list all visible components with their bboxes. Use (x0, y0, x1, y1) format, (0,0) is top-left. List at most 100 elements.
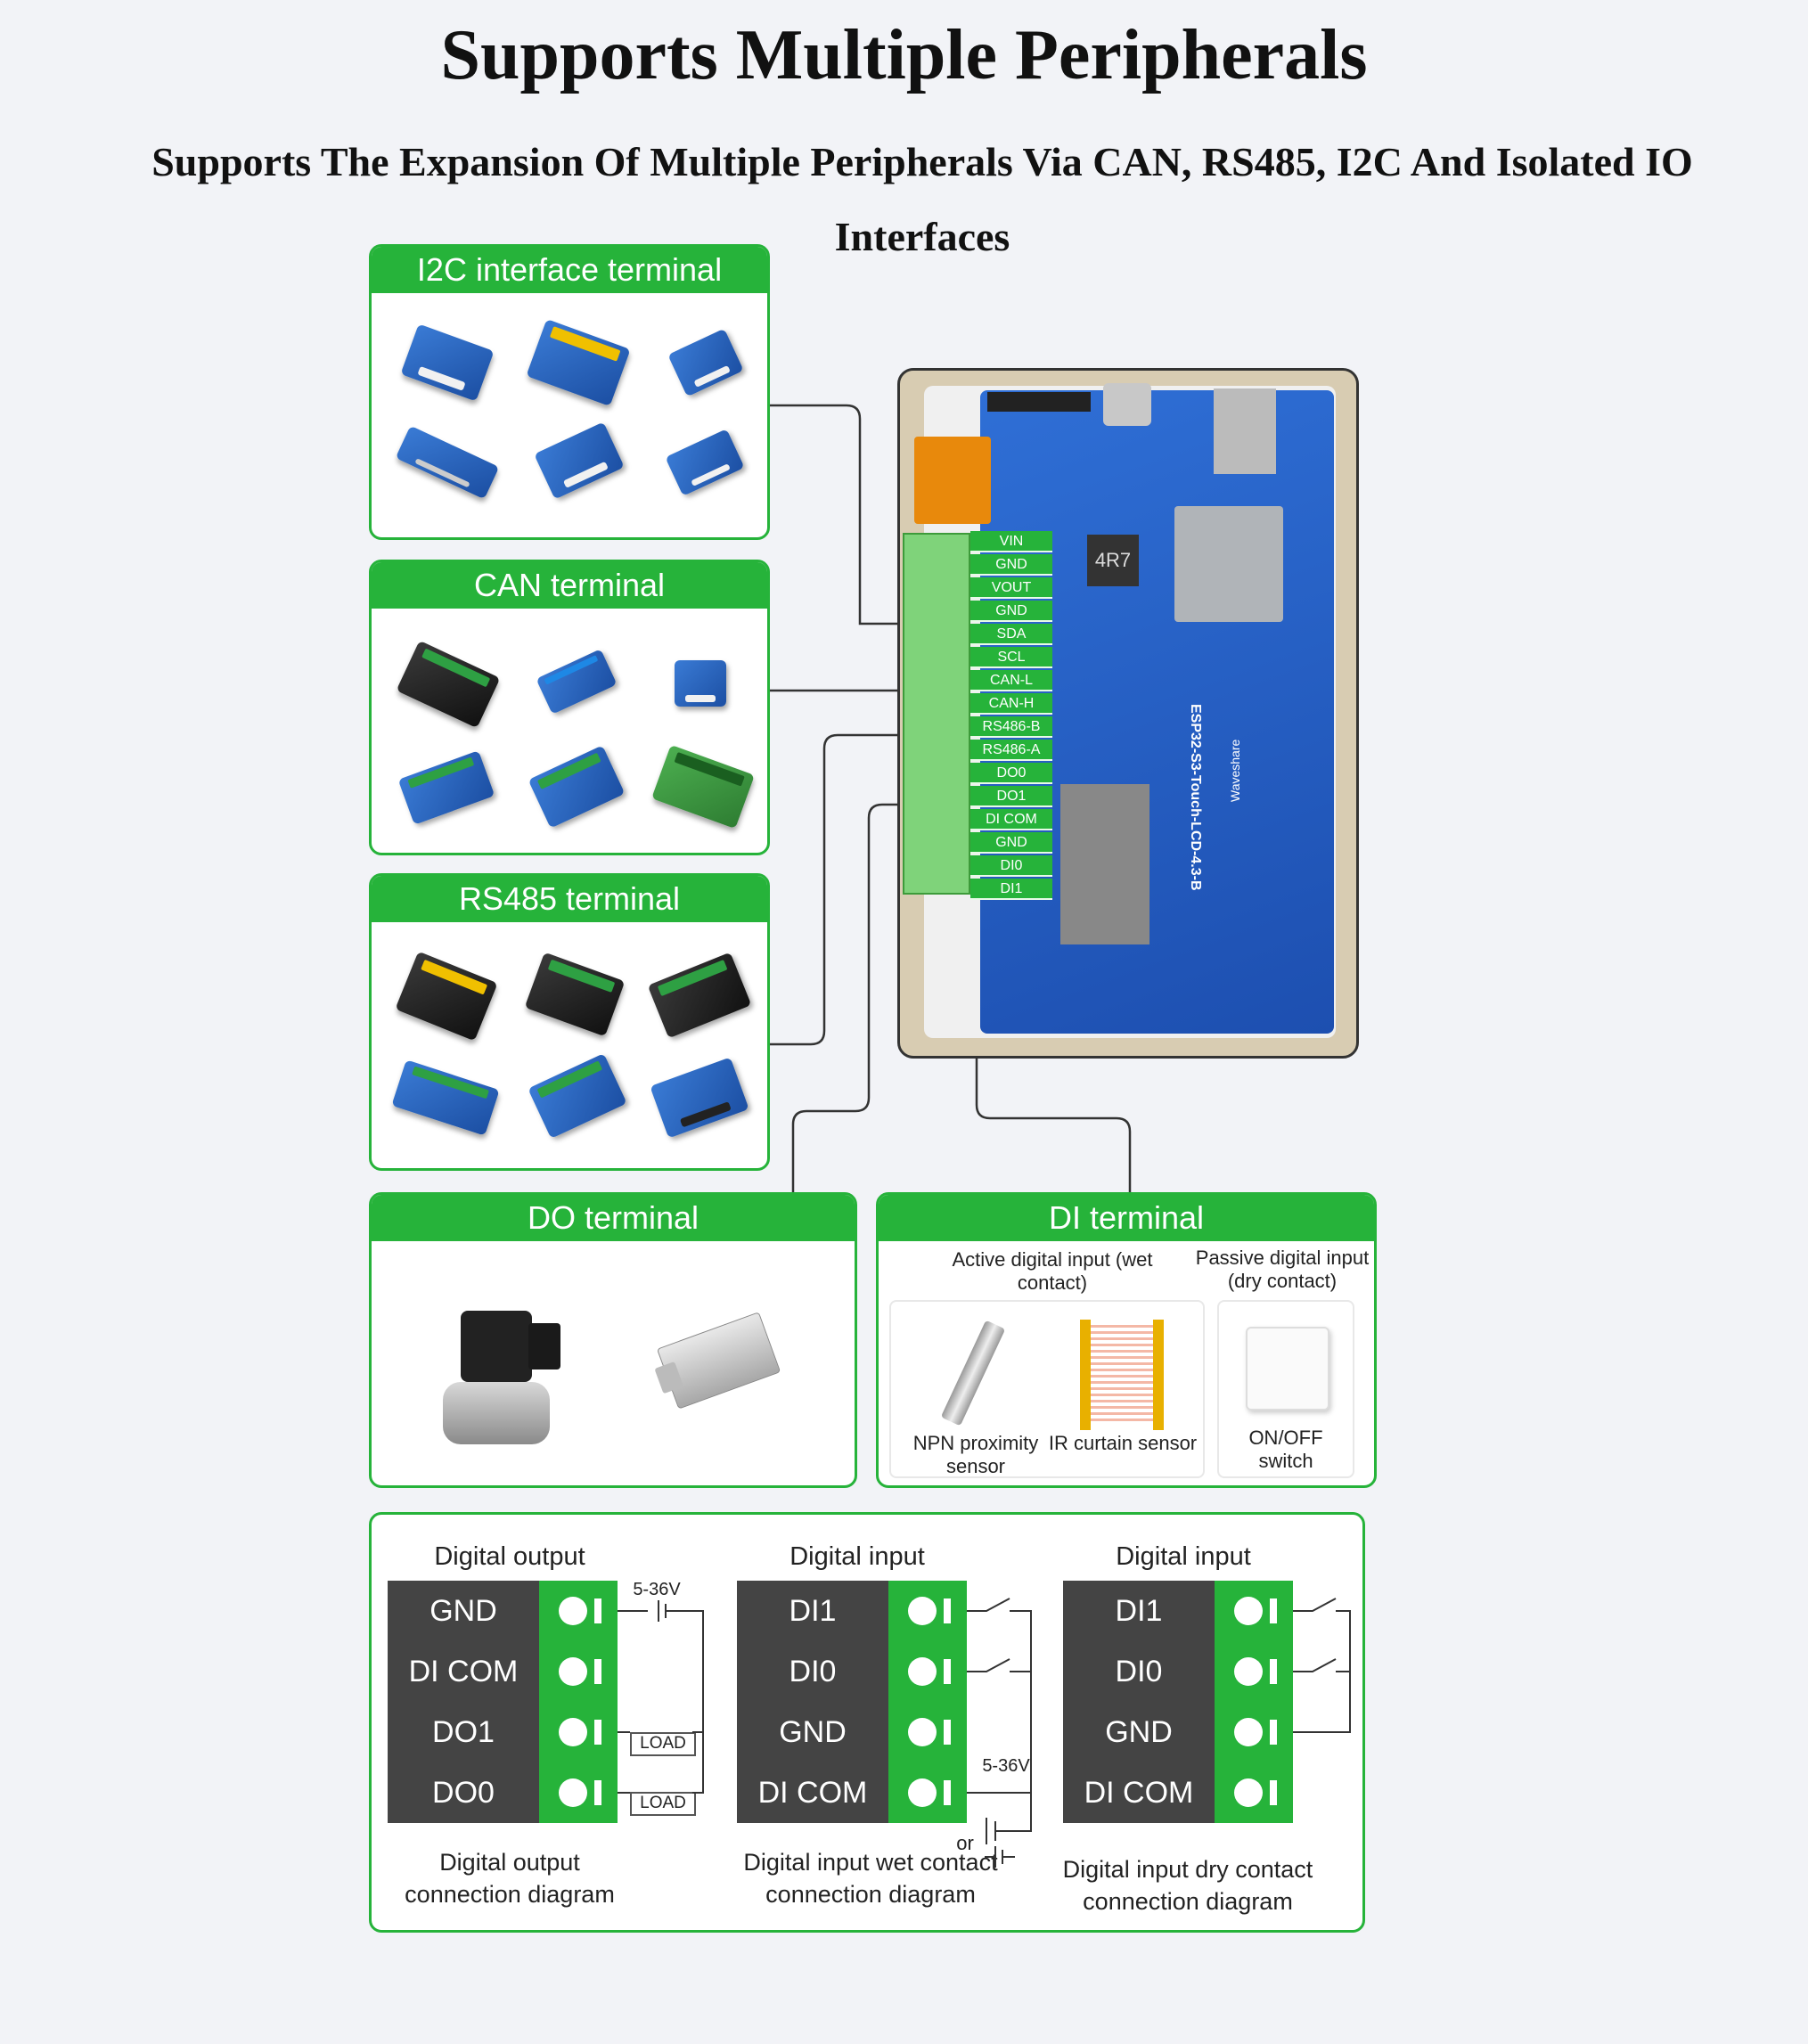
do-line (791, 803, 945, 1192)
rs485-panel-title: RS485 terminal (372, 876, 767, 922)
i2c-line (769, 404, 945, 625)
dry-row-gnd: GND (1063, 1702, 1215, 1762)
can-panel-title: CAN terminal (372, 562, 767, 609)
di-line (945, 854, 1132, 1192)
electric-lock-image (645, 1301, 793, 1427)
rs485-hat-3 (650, 1057, 749, 1139)
load-box-2: LOAD (630, 1792, 696, 1816)
pin-sda: SDA (970, 624, 1052, 645)
do-panel-title: DO terminal (372, 1195, 855, 1241)
di-panel: DI terminal Active digital input (wet co… (876, 1192, 1377, 1488)
pin-do0: DO0 (970, 763, 1052, 784)
i2c-module-4 (395, 425, 500, 500)
i2c-module-1 (400, 323, 495, 402)
switch-image (1246, 1327, 1329, 1410)
terminal-block (903, 533, 970, 895)
di-panel-title: DI terminal (879, 1195, 1374, 1241)
npn-sensor-image (940, 1320, 1006, 1427)
output-row-gnd: GND (388, 1581, 539, 1641)
usb-c-port (1103, 383, 1151, 426)
switch-label: ON/OFF switch (1248, 1427, 1323, 1473)
pin-di1: DI1 (970, 879, 1052, 900)
dry-row-di0: DI0 (1063, 1641, 1215, 1702)
pin-vout: VOUT (970, 577, 1052, 599)
can-hat-1 (397, 750, 495, 825)
wiring-svg (559, 1597, 1351, 1868)
wet-voltage-label: 5-36V (982, 1756, 1030, 1776)
can-transceiver (536, 649, 618, 715)
solenoid-valve-image (443, 1293, 568, 1453)
ir-curtain-left-image (1080, 1320, 1091, 1430)
rs485-ethernet-converter (524, 952, 626, 1037)
do-panel: DO terminal (369, 1192, 857, 1488)
output-row-do0: DO0 (388, 1762, 539, 1823)
active-input-label: Active digital input (wet contact) (952, 1248, 1153, 1295)
flex-connector (914, 437, 991, 524)
pin-rs485-a: RS486-A (970, 740, 1052, 761)
pin-rs485-b: RS486-B (970, 716, 1052, 738)
wet-diagram-caption: Digital input wet contact connection dia… (743, 1849, 998, 1908)
rs485-panel: RS485 terminal (369, 873, 770, 1171)
pin-di0: DI0 (970, 855, 1052, 877)
pin-gnd-2: GND (970, 601, 1052, 622)
i2c-module-6 (665, 429, 745, 496)
screw-glyphs (559, 1597, 1277, 1807)
rs485-line (769, 733, 945, 1046)
inductor: 4R7 (1087, 535, 1139, 586)
can-hat-3 (651, 744, 755, 830)
i2c-panel: I2C interface terminal (369, 244, 770, 540)
board-model-label: ESP32-S3-Touch-LCD-4.3-B (1188, 704, 1203, 891)
passive-input-label: Passive digital input (dry contact) (1195, 1247, 1370, 1293)
dry-diagram-caption: Digital input dry contact connection dia… (1062, 1856, 1313, 1915)
pin-can-h: CAN-H (970, 693, 1052, 715)
i2c-camera-module (667, 328, 744, 397)
dry-row-di1: DI1 (1063, 1581, 1215, 1641)
page-subtitle: Supports The Expansion Of Multiple Perip… (151, 139, 1693, 259)
npn-sensor-label: NPN proximity sensor (912, 1432, 1039, 1478)
esp32-module (1174, 506, 1283, 622)
page-title: Supports Multiple Peripherals (440, 16, 1368, 94)
i2c-module-2 (526, 318, 631, 407)
pin-gnd-3: GND (970, 832, 1052, 854)
pin-di-com: DI COM (970, 809, 1052, 830)
i2c-panel-title: I2C interface terminal (372, 247, 767, 293)
pin-vin: VIN (970, 531, 1052, 552)
rs485-hat-2 (528, 1053, 627, 1139)
wet-row-gnd: GND (737, 1702, 888, 1762)
ir-curtain-beams (1091, 1325, 1153, 1423)
output-row-di-com: DI COM (388, 1641, 539, 1702)
passive-input-card: ON/OFF switch (1217, 1300, 1354, 1478)
can-panel: CAN terminal (369, 560, 770, 855)
pin-scl: SCL (970, 647, 1052, 668)
display-connector (1060, 784, 1149, 944)
reset-button (987, 392, 1041, 412)
rs485-hat-1 (391, 1059, 500, 1136)
boot-button (1041, 392, 1091, 412)
wet-diagram-title: Digital input (789, 1542, 925, 1571)
output-row-do1: DO1 (388, 1702, 539, 1762)
can-converter (396, 640, 501, 729)
pin-do1: DO1 (970, 786, 1052, 807)
i2c-module-5 (534, 421, 625, 500)
dry-diagram-title: Digital input (1116, 1542, 1251, 1571)
active-input-card: NPN proximity sensor IR curtain sensor (889, 1300, 1205, 1478)
ir-curtain-label: IR curtain sensor (1048, 1432, 1198, 1454)
rs485-usb-converter (395, 951, 498, 1042)
board-brand-label: Waveshare (1228, 739, 1242, 802)
wet-or-label: or (956, 1832, 974, 1854)
pin-can-l: CAN-L (970, 670, 1052, 691)
output-diagram-caption: Digital output connection diagram (405, 1849, 615, 1908)
output-voltage-label: 5-36V (633, 1580, 681, 1599)
output-diagram-title: Digital output (434, 1542, 585, 1571)
load-box-1: LOAD (630, 1732, 696, 1756)
wet-row-di0: DI0 (737, 1641, 888, 1702)
pin-gnd-1: GND (970, 554, 1052, 576)
wet-row-di-com: DI COM (737, 1762, 888, 1823)
wiring-panel: Digital output GND DI COM DO1 DO0 5-36V … (369, 1512, 1365, 1933)
sd-card-slot (1214, 388, 1276, 474)
can-hat-2 (528, 745, 626, 829)
wet-row-di1: DI1 (737, 1581, 888, 1641)
can-module (675, 660, 726, 707)
dry-row-di-com: DI COM (1063, 1762, 1215, 1823)
